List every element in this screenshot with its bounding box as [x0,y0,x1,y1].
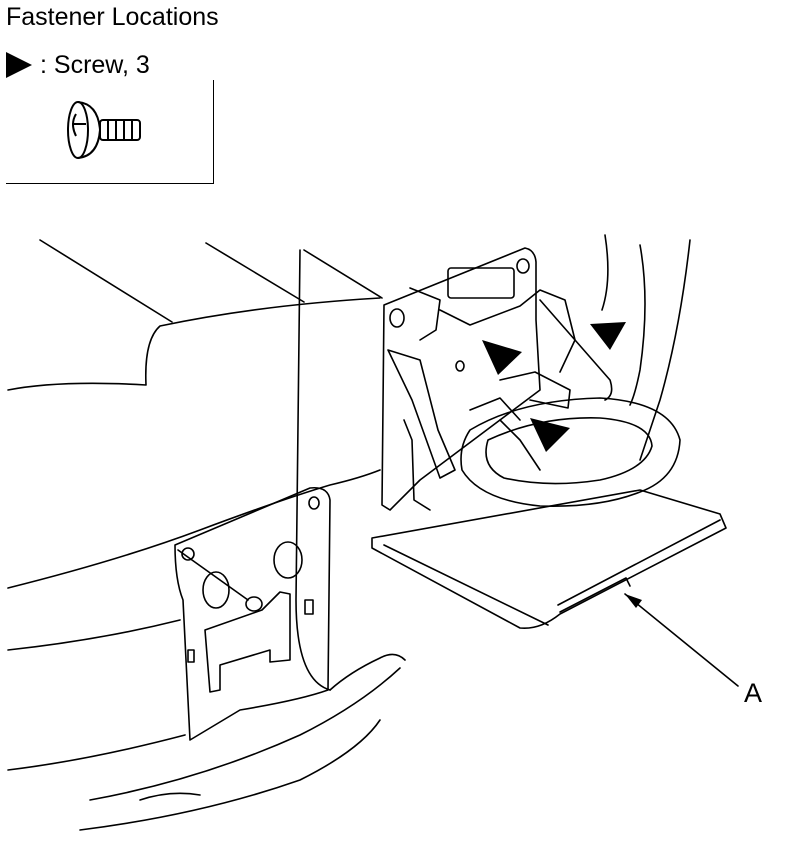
screw-marker-1 [590,322,626,350]
legend-label: : Screw, 3 [40,51,150,79]
callout-arrowhead-a [625,594,642,608]
callout-label-a: A [744,678,763,708]
screw-marker-2 [482,340,522,375]
callout-leader-a [624,593,739,687]
fastener-legend: : Screw, 3 [6,50,150,80]
screw-marker-3 [530,418,570,452]
screw-detail-box [6,80,214,184]
dashboard-bezel [174,486,331,741]
cup-holder-tray [371,489,727,630]
triangle-marker-icon [6,52,32,78]
cup-ring [460,371,681,508]
dashboard-outline [7,234,691,831]
cup-holder-housing [381,247,613,511]
diagram-title: Fastener Locations [6,3,219,31]
screw-icon [67,101,141,159]
